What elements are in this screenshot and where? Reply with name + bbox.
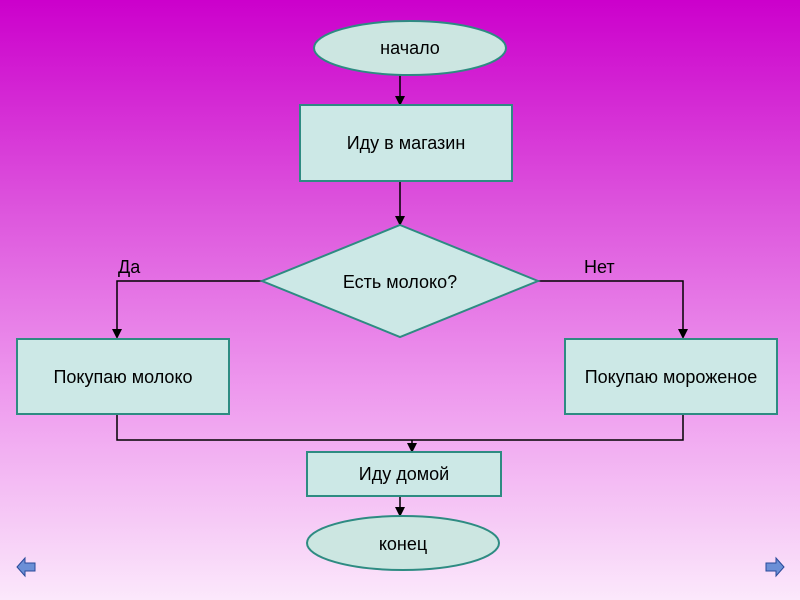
decision-label: Есть молоко? (343, 272, 457, 292)
process-go-home-label: Иду домой (359, 464, 449, 484)
process-go-store-box (299, 104, 513, 182)
arrow-right-icon (765, 556, 785, 578)
arrow-left-icon (16, 556, 36, 578)
next-slide-button[interactable] (764, 555, 786, 579)
decision-node: Есть молоко? (259, 223, 541, 339)
process-buy-milk-label: Покупаю молоко (53, 367, 192, 387)
connector-milk-merge (116, 414, 684, 441)
connector-decision-yes (112, 280, 262, 339)
start-ellipse (313, 20, 507, 76)
branch-yes-label: Да (118, 257, 141, 277)
end-node: конец (306, 515, 500, 571)
process-buy-milk-box (16, 338, 230, 415)
process-go-home: Иду домой (306, 451, 502, 497)
start-label: начало (380, 38, 440, 58)
process-buy-milk: Покупаю молоко (16, 338, 230, 415)
process-buy-icecream-label: Покупаю мороженое (585, 367, 758, 387)
end-ellipse (306, 515, 500, 571)
end-label: конец (379, 534, 427, 554)
connector-decision-no (538, 280, 688, 339)
process-go-store: Иду в магазин (299, 104, 513, 182)
branch-no-label: Нет (584, 257, 615, 277)
prev-slide-button[interactable] (15, 555, 37, 579)
connectors (112, 75, 688, 517)
process-go-home-box (306, 451, 502, 497)
process-buy-icecream-box (564, 338, 778, 415)
process-buy-icecream: Покупаю мороженое (564, 338, 778, 415)
decision-diamond (259, 223, 541, 339)
process-go-store-label: Иду в магазин (347, 133, 466, 153)
start-node: начало (313, 20, 507, 76)
